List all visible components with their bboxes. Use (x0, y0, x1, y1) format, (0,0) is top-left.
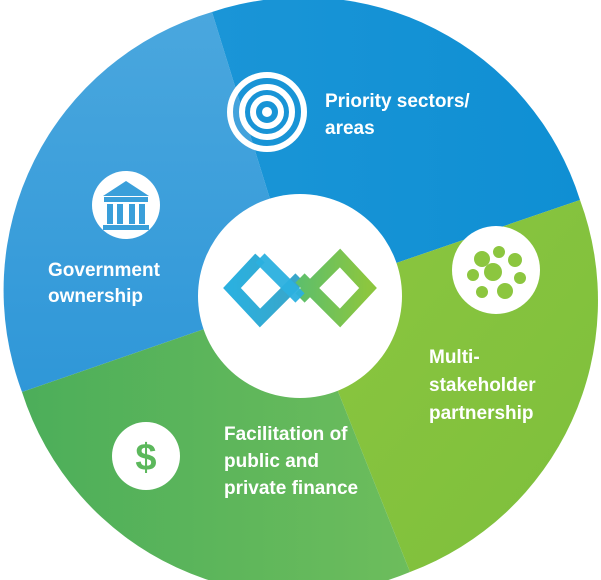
government-label: Government ownership (48, 260, 165, 307)
finance-label-line: Facilitation of (224, 424, 348, 445)
infinity-diamond-icon (223, 248, 377, 328)
network-circles-icon (452, 226, 540, 314)
multi-label: Multi- stakeholder partnership (429, 347, 541, 424)
government-label-line: ownership (48, 286, 143, 307)
dollar-icon: $ (112, 422, 180, 490)
government-building-icon (92, 171, 160, 239)
multi-label-line: partnership (429, 403, 534, 424)
svg-text:$: $ (135, 437, 156, 479)
multi-label-line: stakeholder (429, 375, 536, 396)
finance-label: Facilitation of public and private finan… (224, 424, 358, 499)
priority-label-line: Priority sectors/ (325, 91, 470, 112)
priority-label: Priority sectors/ areas (325, 91, 475, 139)
multi-label-line: Multi- (429, 347, 480, 368)
finance-label-line: public and (224, 451, 319, 472)
target-icon (227, 72, 307, 152)
finance-label-line: private finance (224, 478, 358, 499)
priority-label-line: areas (325, 118, 375, 139)
government-label-line: Government (48, 260, 161, 281)
